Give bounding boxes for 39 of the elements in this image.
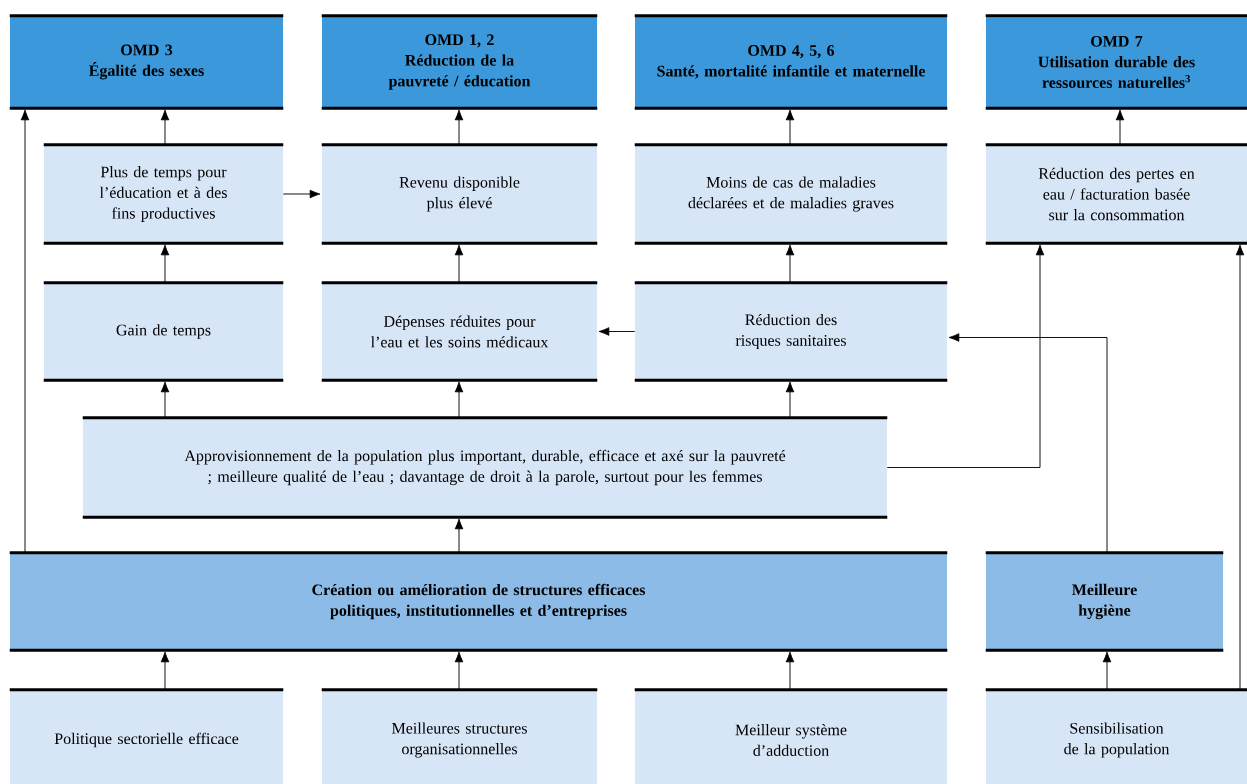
arrow xyxy=(160,381,170,419)
arrow xyxy=(454,381,464,419)
outcome-box: Sensibilisation de la population xyxy=(985,688,1247,784)
outcome-box: Gain de temps xyxy=(43,281,284,382)
arrow xyxy=(454,244,464,284)
goal-box: OMD 1, 2 Réduction de la pauvreté / éducation xyxy=(321,14,598,110)
outcome-box: Meilleures structures organisationnelles xyxy=(321,688,598,784)
goal-box: OMD 7 Utilisation durable des ressources naturelles$^{3}$ xyxy=(985,14,1247,110)
outcome-box: Dépenses réduites pour l’eau et les soins médicaux xyxy=(321,281,598,382)
arrow xyxy=(598,327,636,336)
arrow xyxy=(454,109,464,146)
structure-box: Meilleure hygiène xyxy=(985,551,1224,652)
arrow xyxy=(282,189,321,199)
arrow xyxy=(1235,244,1245,691)
goal-box: OMD 3 Égalité des sexes xyxy=(9,14,284,110)
arrow xyxy=(454,651,464,691)
arrow xyxy=(1102,651,1112,691)
arrow xyxy=(160,651,170,691)
outcome-box: Réduction des risques sanitaires xyxy=(634,281,948,382)
outcome-box: Revenu disponible plus élevé xyxy=(321,143,598,245)
arrow xyxy=(785,381,795,419)
goal-box: OMD 4, 5, 6 Santé, mortalité infantile et maternelle xyxy=(634,14,948,110)
arrow xyxy=(886,244,1045,468)
arrow xyxy=(1115,109,1125,146)
arrow xyxy=(160,109,170,146)
outcome-box: Moins de cas de maladies déclarées et de maladies graves xyxy=(634,143,948,245)
structure-box: Création ou amélioration de structures efficaces politiques, institutionnelles et d’entreprises xyxy=(9,551,948,652)
outcome-box: Réduction des pertes en eau / facturation basée sur la consommation xyxy=(985,143,1247,245)
arrow xyxy=(160,244,170,284)
arrow xyxy=(948,333,1108,554)
outcome-box: Plus de temps pour l’éducation et à des fins productives xyxy=(43,143,284,245)
arrow xyxy=(454,518,464,554)
outcome-box: Meilleur système d’adduction xyxy=(634,688,948,784)
outcome-box: Approvisionnement de la population plus important, durable, efficace et axé sur la pauvreté ; meilleure qualité de l’eau ; davantage de droit à la parole, surtout pour les femmes xyxy=(82,416,888,519)
outcome-box: Politique sectorielle efficace xyxy=(9,688,284,784)
arrow xyxy=(785,109,795,146)
arrow xyxy=(785,244,795,284)
arrow xyxy=(785,651,795,691)
arrow xyxy=(20,109,30,554)
